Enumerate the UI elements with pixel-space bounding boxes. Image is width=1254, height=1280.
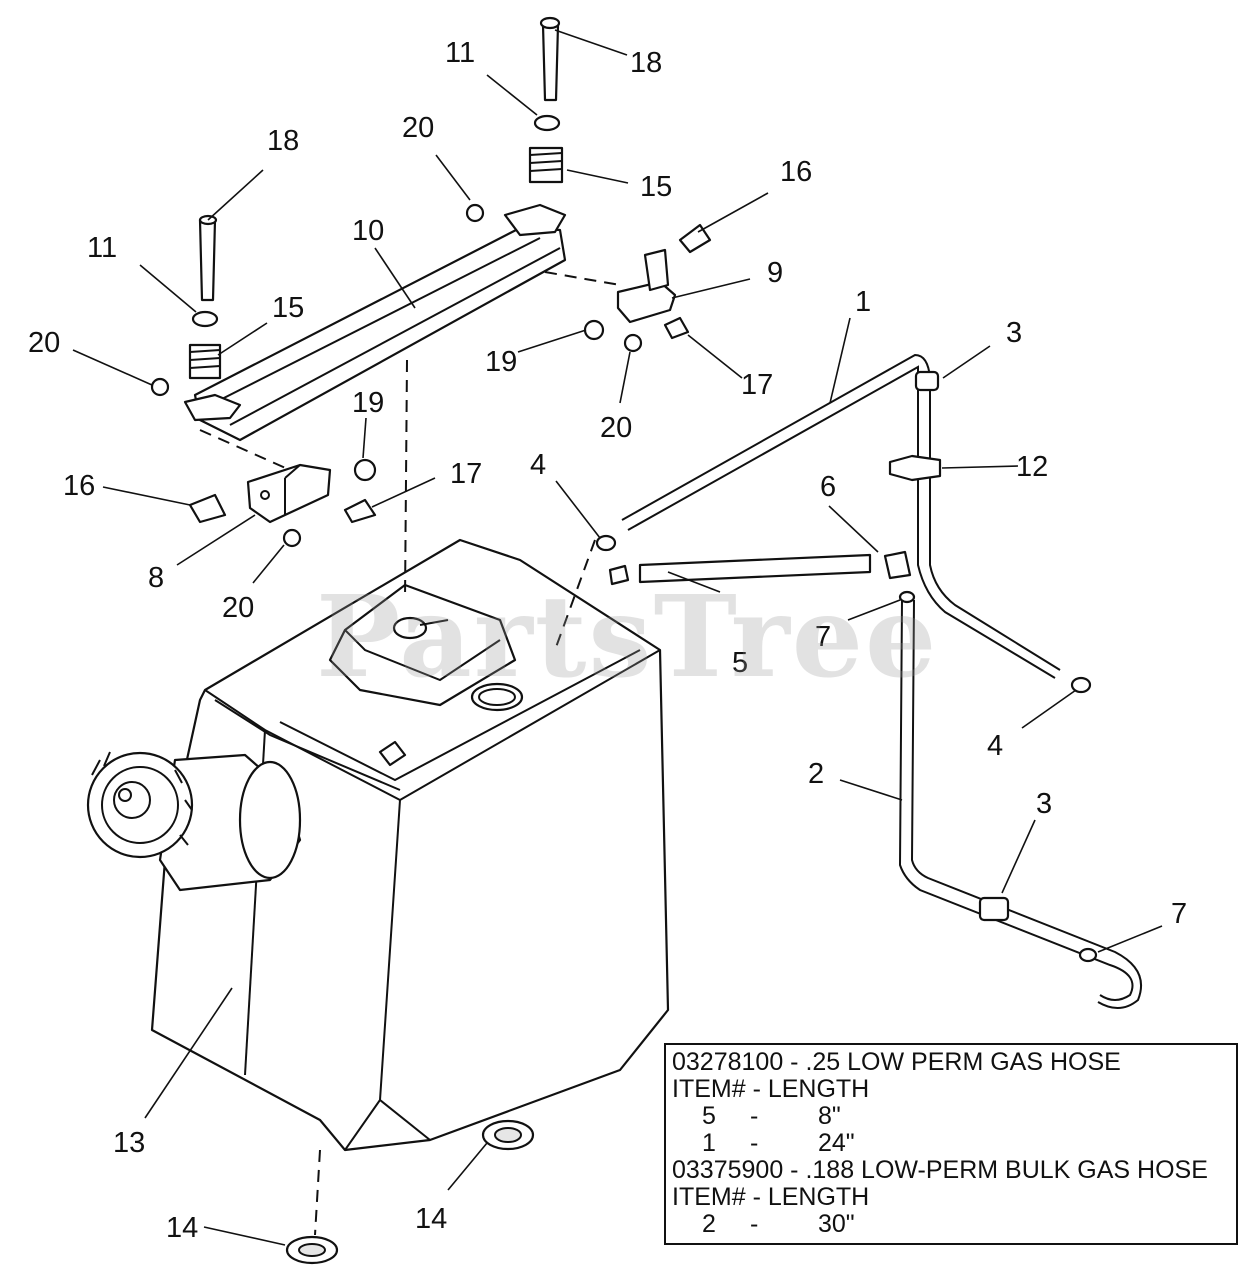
legend-length: 8" — [818, 1102, 841, 1130]
bolt — [198, 218, 217, 302]
legend-hose2-header: ITEM# - LENGTH — [672, 1183, 870, 1211]
legend-length: 30" — [818, 1210, 855, 1238]
legend-row: 5 - 8" — [672, 1103, 1236, 1130]
bracket-9 — [616, 280, 677, 324]
callout-17: 17 — [741, 369, 773, 401]
callout-7: 7 — [815, 621, 831, 653]
legend-hose1-title: 03278100 - .25 LOW PERM GAS HOSE — [672, 1048, 1121, 1076]
callout-20: 20 — [600, 412, 632, 444]
hose-length-legend: 03278100 - .25 LOW PERM GAS HOSE ITEM# -… — [664, 1043, 1238, 1245]
legend-item: 2 — [702, 1210, 716, 1238]
washer — [533, 114, 561, 132]
callout-18: 18 — [267, 125, 299, 157]
legend-sep: - — [750, 1210, 759, 1238]
bolt — [541, 23, 560, 102]
fuel-hose-5 — [638, 553, 872, 584]
hose-clamp — [608, 564, 630, 586]
callout-5: 5 — [732, 647, 748, 679]
callout-3: 3 — [1036, 788, 1052, 820]
callout-14: 14 — [415, 1203, 447, 1235]
callout-11: 11 — [87, 232, 117, 264]
hose-clamp-12 — [888, 454, 942, 482]
legend-hose1-header: ITEM# - LENGTH — [672, 1075, 870, 1103]
fuel-hose-2 — [898, 599, 1143, 1009]
callout-8: 8 — [148, 562, 164, 594]
leader-lines — [72, 29, 1163, 1246]
legend-row: 1 - 24" — [672, 1130, 1236, 1157]
bushing — [583, 319, 605, 341]
hose-clamp — [914, 370, 940, 392]
callout-12: 12 — [1016, 451, 1048, 483]
grommet-hole — [494, 1127, 522, 1143]
nut — [282, 528, 302, 548]
legend-item: 5 — [702, 1102, 716, 1130]
fuel-tank — [86, 538, 670, 1152]
callout-15: 15 — [640, 171, 672, 203]
hose-clamp — [898, 590, 916, 604]
callout-6: 6 — [820, 471, 836, 503]
elbow-fitting-6 — [883, 550, 912, 580]
hose-clamp — [1070, 676, 1092, 694]
legend-item: 1 — [702, 1129, 716, 1157]
callout-18: 18 — [630, 47, 662, 79]
callout-4: 4 — [987, 730, 1003, 762]
nut — [150, 377, 170, 397]
callout-11: 11 — [445, 37, 475, 69]
legend-row: 2 - 30" — [672, 1211, 1236, 1238]
bushing — [353, 458, 377, 482]
washer — [191, 310, 219, 328]
callout-17: 17 — [450, 458, 482, 490]
legend-sep: - — [750, 1129, 759, 1157]
legend-sep: - — [750, 1102, 759, 1130]
legend-length: 24" — [818, 1129, 855, 1157]
callout-16: 16 — [780, 156, 812, 188]
legend-hose2-title: 03375900 - .188 LOW-PERM BULK GAS HOSE — [672, 1156, 1208, 1184]
callout-14: 14 — [166, 1212, 198, 1244]
callout-2: 2 — [808, 758, 824, 790]
hose-clamp — [978, 896, 1010, 922]
callout-20: 20 — [402, 112, 434, 144]
hose-clamp — [595, 534, 617, 552]
callout-9: 9 — [767, 257, 783, 289]
tank-strap — [183, 203, 567, 442]
callout-13: 13 — [113, 1127, 145, 1159]
grommet-hole — [298, 1243, 326, 1257]
nut — [465, 203, 485, 223]
rivet — [343, 498, 377, 524]
callout-20: 20 — [222, 592, 254, 624]
callout-19: 19 — [352, 387, 384, 419]
shoulder-bolt — [678, 223, 712, 254]
callout-15: 15 — [272, 292, 304, 324]
callout-19: 19 — [485, 346, 517, 378]
callout-4: 4 — [530, 449, 546, 481]
callout-3: 3 — [1006, 317, 1022, 349]
bracket-8 — [246, 463, 332, 524]
callout-7: 7 — [1171, 898, 1187, 930]
shoulder-bolt — [188, 493, 227, 524]
nut — [623, 333, 643, 353]
rivet — [663, 316, 690, 340]
hose-clamp — [1078, 947, 1098, 963]
callout-20: 20 — [28, 327, 60, 359]
callout-16: 16 — [63, 470, 95, 502]
callout-1: 1 — [855, 286, 871, 318]
callout-10: 10 — [352, 215, 384, 247]
